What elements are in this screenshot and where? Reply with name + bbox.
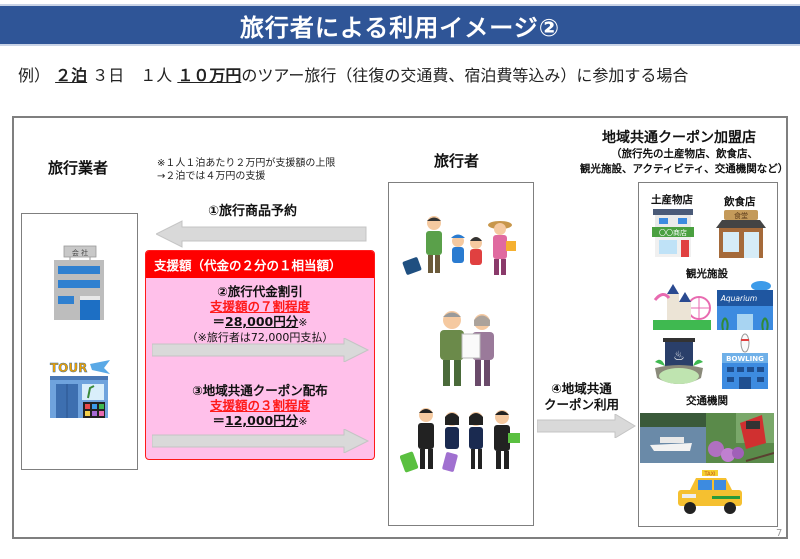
page-title: 旅行者による利用イメージ② [239,13,561,42]
note-line-1: ※１人１泊あたり２万円が支援額の上限 [157,158,336,169]
discount-ratio: 支援額の７割程度 [209,299,310,314]
example-line: 例） ２泊 ３日 １人 １０万円のツアー旅行（往復の交通費、宿泊費等込み）に参加… [18,62,688,86]
souvenir-shop-icon: 〇〇商店 [651,209,695,257]
example-prefix: 例） [18,66,51,85]
discount-note: （※旅行者は72,000円支払） [186,331,334,344]
example-days: ３日 １人 [92,66,173,85]
discount-arrow-right [152,338,370,362]
students-group-icon [399,403,524,475]
coupon-stores-heading: 地域共通クーポン加盟店 [602,130,756,146]
title-bar: 旅行者による利用イメージ② [0,4,800,46]
svg-text:TOUR: TOUR [50,361,87,375]
step4-line-1: ④地域共通 [551,381,612,396]
svg-text:TAXI: TAXI [704,472,716,478]
aquarium-icon: Aquarium [717,280,773,331]
svg-text:Aquarium: Aquarium [720,294,757,303]
coupon-amount: 12,000円分 [225,413,299,428]
travelers-heading: 旅行者 [434,152,480,170]
family-travelers-icon [402,213,520,283]
elderly-couple-icon [432,308,502,388]
category-tourism: 観光施設 [686,268,728,280]
coupon-stores-sub-2: 観光施設、アクティビティ、交通機関など） [580,163,789,175]
train-photo [706,413,775,463]
hot-spring-icon: ♨ [653,338,705,390]
discount-amount-line: ＝28,000円分※ [212,314,308,329]
svg-text:食堂: 食堂 [734,211,748,220]
category-souvenir: 土産物店 [651,194,693,206]
support-box-header: 支援額（代金の２分の１相当額） [146,251,374,278]
svg-text:〇〇商店: 〇〇商店 [659,228,687,237]
svg-text:BOWLING: BOWLING [726,355,764,363]
discount-amount: 28,000円分 [225,314,299,329]
example-suffix: のツアー旅行（往復の交通費、宿泊費等込み）に参加する場合 [241,66,689,85]
booking-arrow-left [156,220,368,248]
bowling-icon: BOWLING [720,333,770,389]
coupon-ratio: 支援額の３割程度 [209,398,310,413]
note-line-2: →２泊では４万円の支援 [157,171,266,182]
discount-title: ②旅行代金割引 [217,284,303,299]
amusement-park-icon [653,280,711,330]
tour-shop-icon: TOUR [48,358,112,420]
category-restaurant: 飲食店 [724,196,756,208]
step4-line-2: クーポン利用 [544,397,620,412]
step4-label: ④地域共通 クーポン利用 [544,381,619,413]
svg-text:会 社: 会 社 [72,248,88,257]
example-nights: ２泊 [55,66,88,85]
company-building-icon: 会 社 [52,244,104,322]
diagram-frame [12,116,788,539]
cruise-boat-photo [640,413,706,463]
travel-agency-heading: 旅行業者 [48,159,109,177]
restaurant-icon: 食堂 [716,210,766,258]
example-price: １０万円 [177,66,242,85]
coupon-stores-sub-1: （旅行先の土産物店、飲食店、 [611,148,758,160]
support-limit-note: ※１人１泊あたり２万円が支援額の上限 →２泊では４万円の支援 [157,157,335,183]
coupon-amount-line: ＝12,000円分※ [212,413,308,428]
coupon-title: ③地域共通クーポン配布 [192,383,328,398]
coupon-use-arrow-right [537,414,637,438]
coupon-arrow-right [152,429,370,453]
taxi-icon: TAXI [676,470,744,514]
svg-text:♨: ♨ [673,349,685,364]
page-number: 7 [776,528,783,539]
category-transport: 交通機関 [686,395,728,407]
step1-label: ①旅行商品予約 [208,204,298,219]
